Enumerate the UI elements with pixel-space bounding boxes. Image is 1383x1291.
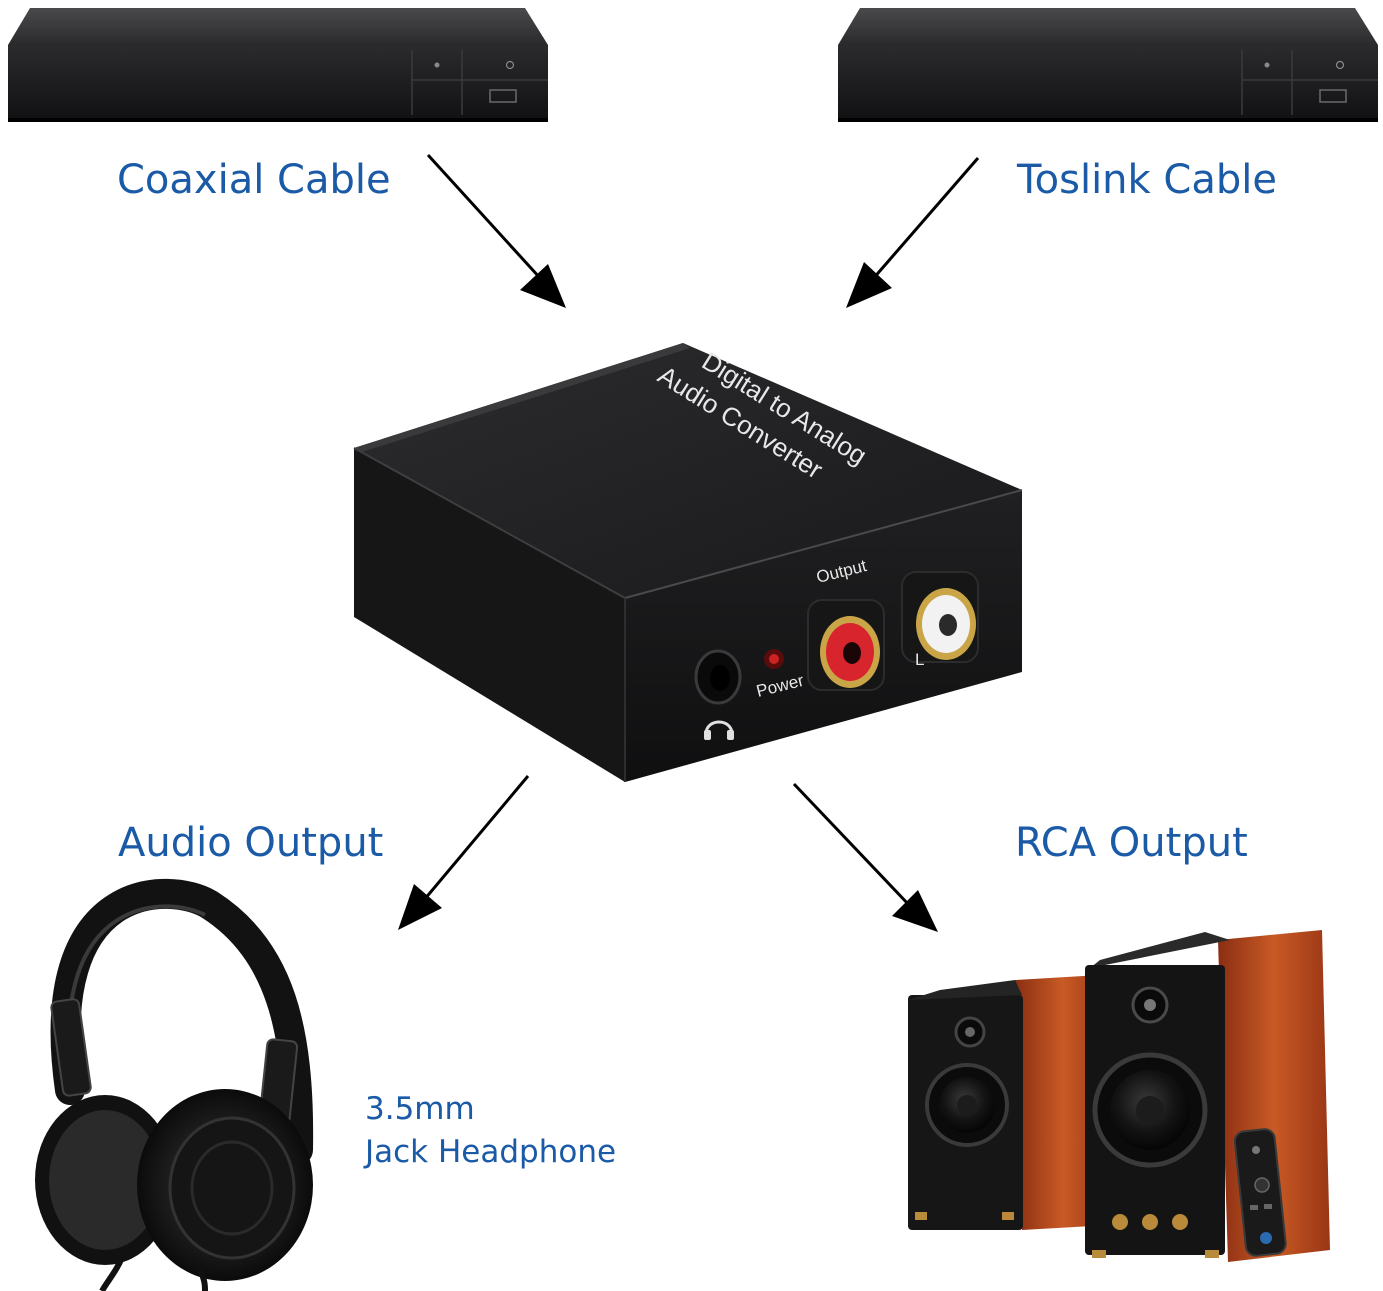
arrow-converter-to-speakers — [792, 782, 938, 932]
headphone-caption-line1: 3.5mm — [365, 1091, 475, 1127]
bookshelf-speakers-icon — [908, 930, 1330, 1262]
headphone-caption-line2: Jack Headphone — [365, 1134, 617, 1171]
arrow-toslink-to-converter — [846, 157, 980, 308]
remote-control-icon — [1233, 1128, 1287, 1257]
arrow-coaxial-to-converter — [426, 153, 566, 308]
headphone-jack-port — [694, 649, 742, 705]
headphone-icon — [704, 720, 734, 740]
dac-converter-box-icon — [353, 343, 1023, 782]
headphone-caption: 3.5mm Jack Headphone — [365, 1088, 616, 1175]
blu-ray-player-left-icon — [8, 8, 548, 122]
audio-output-label: Audio Output — [118, 820, 384, 866]
left-channel-label: L — [915, 650, 924, 669]
rca-output-label: RCA Output — [1015, 820, 1248, 866]
arrow-converter-to-headphones — [398, 775, 530, 930]
power-led — [764, 649, 784, 669]
rca-jack-red — [807, 599, 885, 691]
rca-jack-white — [901, 571, 979, 663]
blu-ray-player-right-icon — [838, 8, 1378, 122]
headphones-icon — [35, 878, 314, 1291]
toslink-cable-label: Toslink Cable — [1017, 157, 1277, 203]
coaxial-cable-label: Coaxial Cable — [117, 157, 391, 203]
